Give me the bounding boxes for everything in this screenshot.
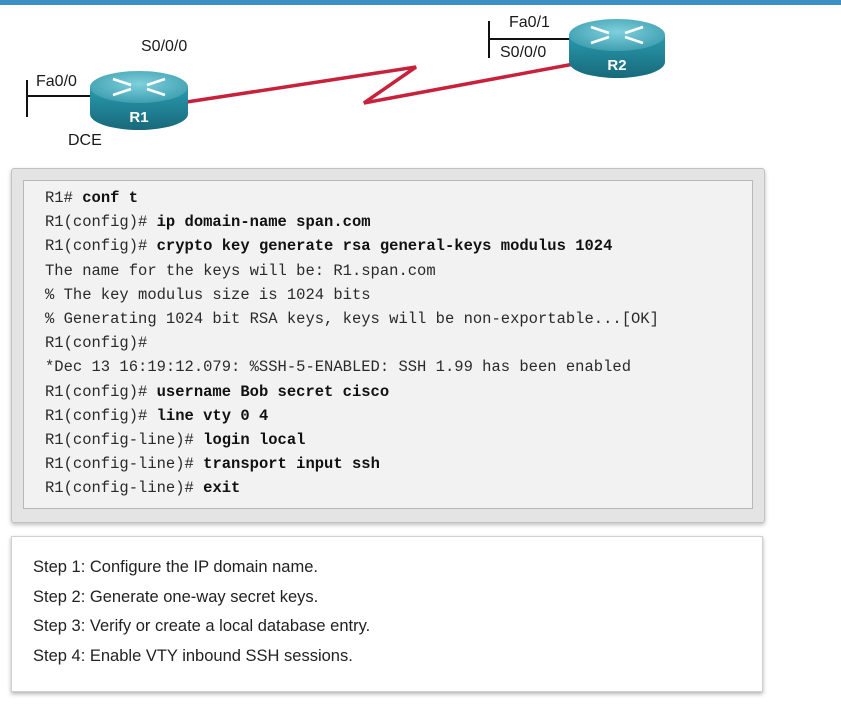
cli-command: ip domain-name span.com	[156, 213, 371, 232]
r1-dce-label: DCE	[68, 132, 102, 149]
cli-command: line vty 0 4	[156, 406, 269, 425]
r1-serial-label: S0/0/0	[141, 38, 188, 55]
r1-fa-label: Fa0/0	[36, 73, 77, 90]
step-item: Step 1: Configure the IP domain name.	[33, 558, 318, 576]
network-topology: R1 R2 S0/0/0 Fa0/0 DCE Fa0/1 S0/0/0	[0, 5, 841, 165]
cli-line: R1(config)# crypto key generate rsa gene…	[45, 234, 752, 258]
cli-command: username Bob secret cisco	[156, 382, 390, 401]
cli-line: % The key modulus size is 1024 bits	[45, 283, 752, 307]
r2-serial-label: S0/0/0	[500, 44, 547, 61]
cli-prompt: % The key modulus size is 1024 bits	[45, 285, 371, 304]
cli-line: R1(config)# line vty 0 4	[45, 404, 752, 428]
steps-panel: Step 1: Configure the IP domain name. Ste…	[11, 536, 763, 692]
router-r1-name: R1	[129, 109, 148, 126]
router-r2-name: R2	[607, 57, 626, 74]
cli-line: The name for the keys will be: R1.span.c…	[45, 259, 752, 283]
cli-line: R1(config-line)# exit	[45, 476, 752, 500]
cli-command: login local	[203, 430, 306, 449]
cli-prompt: The name for the keys will be: R1.span.c…	[45, 261, 436, 280]
cli-line: % Generating 1024 bit RSA keys, keys wil…	[45, 307, 752, 331]
cli-prompt: % Generating 1024 bit RSA keys, keys wil…	[45, 309, 659, 328]
cli-prompt: *Dec 13 16:19:12.079: %SSH-5-ENABLED: SS…	[45, 358, 631, 377]
cli-prompt: R1(config)#	[45, 382, 157, 401]
cli-prompt: R1(config-line)#	[45, 455, 204, 474]
cli-prompt: R1(config)#	[45, 334, 148, 353]
router-r1-icon: R1	[90, 71, 188, 130]
cli-prompt: R1(config-line)#	[45, 430, 204, 449]
cli-line: R1(config-line)# login local	[45, 428, 752, 452]
step-item: Step 3: Verify or create a local databas…	[33, 617, 371, 635]
step-item: Step 2: Generate one-way secret keys.	[33, 587, 319, 606]
cli-command: conf t	[82, 189, 139, 207]
cli-prompt: R1(config)#	[45, 213, 157, 232]
cli-line: R1(config-line)# transport input ssh	[45, 452, 752, 476]
cli-prompt: R1(config)#	[45, 406, 157, 425]
cli-prompt: R1#	[45, 189, 83, 207]
cli-command: exit	[203, 479, 241, 498]
step-item: Step 4: Enable VTY inbound SSH sessions.	[33, 646, 353, 665]
router-r2-icon: R2	[569, 19, 665, 78]
cli-line: R1(config)#	[45, 331, 752, 355]
cli-prompt: R1(config-line)#	[45, 479, 204, 498]
serial-link	[179, 59, 591, 105]
cli-line: R1(config)# ip domain-name span.com	[45, 210, 752, 234]
cli-line: R1(config)# username Bob secret cisco	[45, 380, 752, 404]
top-accent-bar	[0, 0, 841, 5]
cli-prompt: R1(config)#	[45, 237, 157, 256]
topology-diagram: R1 R2	[26, 19, 665, 130]
cli-line: R1# conf t	[45, 186, 752, 210]
cli-command: transport input ssh	[203, 455, 380, 474]
r2-fa-label: Fa0/1	[509, 14, 550, 31]
cli-line: *Dec 13 16:19:12.079: %SSH-5-ENABLED: SS…	[45, 355, 752, 379]
cli-command: crypto key generate rsa general-keys mod…	[156, 237, 613, 256]
